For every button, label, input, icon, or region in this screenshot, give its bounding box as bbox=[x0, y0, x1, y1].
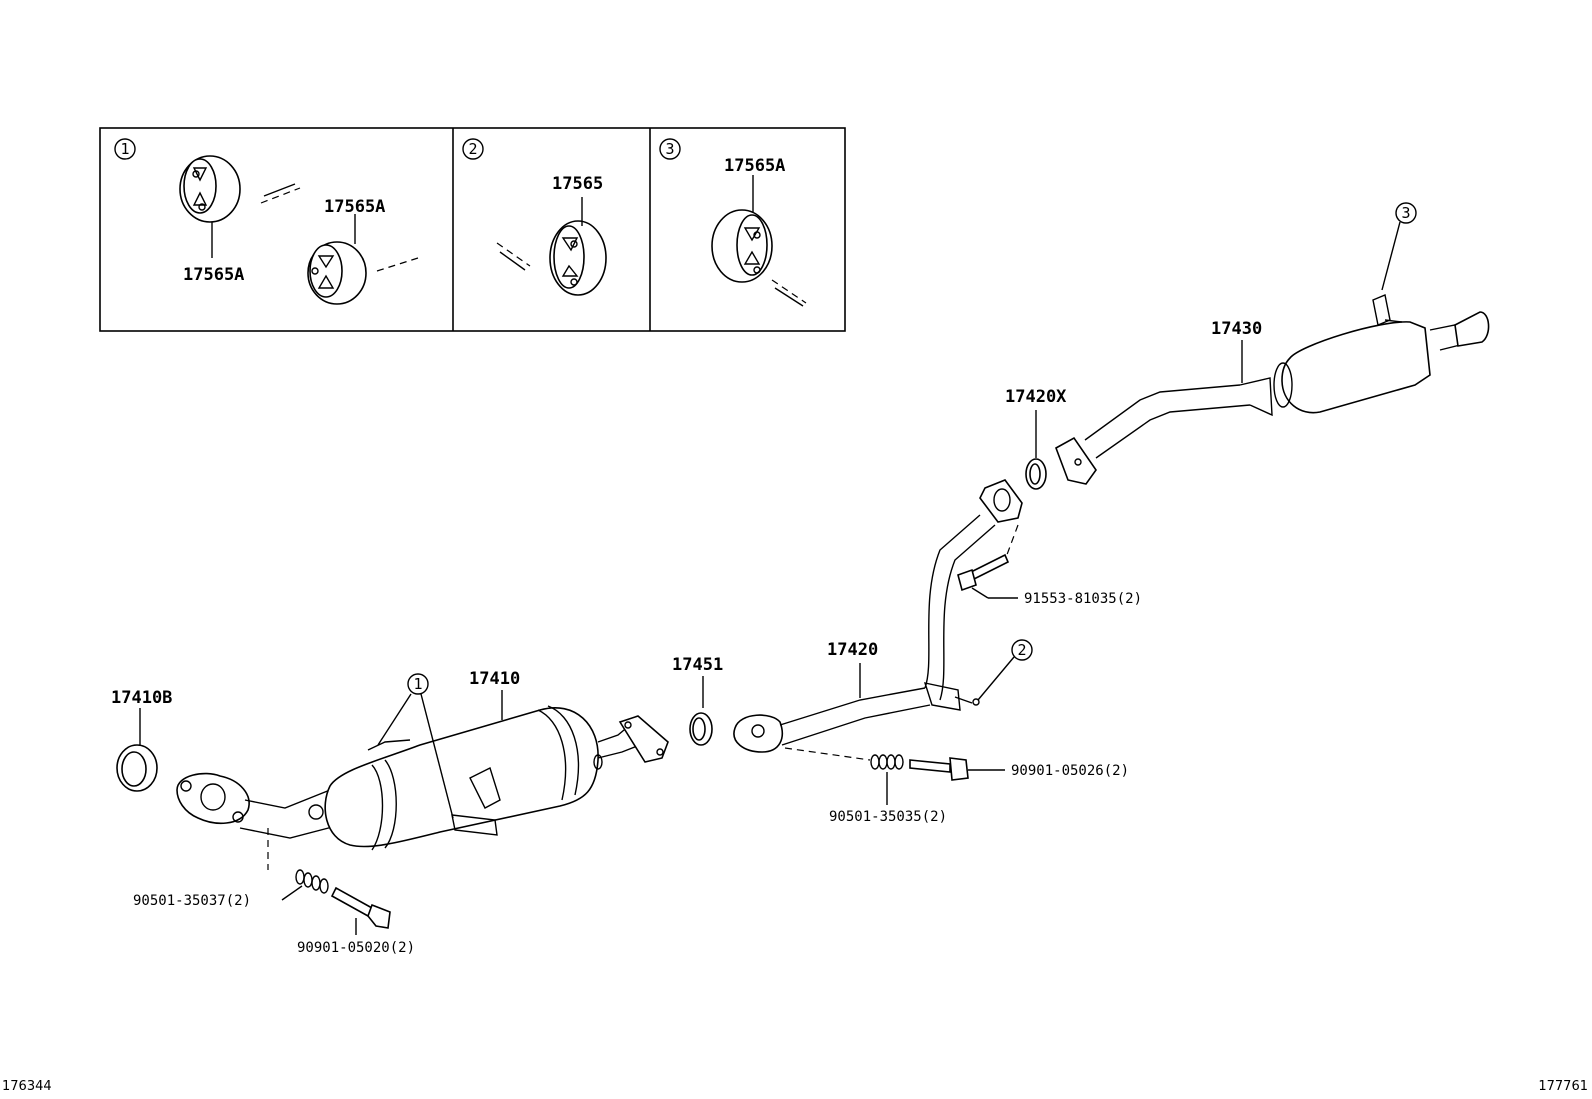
inset-3-label: 17565A bbox=[724, 156, 785, 176]
inset-1: 1 17565A 17565A bbox=[114, 138, 419, 305]
inset-panel bbox=[99, 127, 846, 332]
bolt-lower-icon bbox=[330, 886, 391, 935]
label-gasket-lower: 90501-35037(2) bbox=[133, 893, 251, 909]
inset-2-number: 2 bbox=[468, 140, 477, 158]
gasket-17451-icon bbox=[689, 676, 713, 746]
label-bolt-upper: 91553-81035(2) bbox=[1024, 591, 1142, 607]
bolt-upper-icon bbox=[957, 553, 1018, 599]
footer-right-id: 177761 bbox=[1538, 1079, 1588, 1094]
inset-3-number: 3 bbox=[665, 140, 674, 158]
callout-3-number: 3 bbox=[1401, 204, 1410, 222]
label-17410B: 17410B bbox=[111, 688, 172, 708]
gasket-17420X-icon bbox=[1025, 410, 1047, 490]
label-gasket-mid: 90501-35035(2) bbox=[829, 809, 947, 825]
bolt-mid-icon bbox=[909, 757, 1005, 781]
inset-2: 2 17565 bbox=[462, 138, 607, 296]
spring-gasket-lower-icon bbox=[267, 828, 329, 901]
label-17430: 17430 bbox=[1211, 319, 1262, 339]
callout-3: 3 bbox=[1381, 202, 1417, 291]
inset-1-label-bottom: 17565A bbox=[183, 265, 244, 285]
label-bolt-mid: 90901-05026(2) bbox=[1011, 763, 1129, 779]
callout-1: 1 bbox=[377, 673, 454, 819]
catalytic-converter-17410-icon bbox=[176, 705, 669, 851]
muffler-17430-icon bbox=[1055, 294, 1490, 485]
callout-1-number: 1 bbox=[413, 675, 422, 693]
callout-2-number: 2 bbox=[1017, 641, 1026, 659]
hanger-17565A-a-icon bbox=[179, 155, 241, 223]
label-17420X: 17420X bbox=[1005, 387, 1067, 407]
hanger-17565A-c-icon bbox=[711, 209, 773, 283]
label-17420: 17420 bbox=[827, 640, 878, 660]
label-17410: 17410 bbox=[469, 669, 520, 689]
label-17451: 17451 bbox=[672, 655, 723, 675]
inset-1-label-top: 17565A bbox=[324, 197, 385, 217]
hanger-17565A-b-icon bbox=[307, 241, 367, 305]
spring-gasket-mid-icon bbox=[784, 747, 904, 805]
inset-1-number: 1 bbox=[120, 140, 129, 158]
center-pipe-17420-icon bbox=[733, 479, 1023, 753]
footer-left-id: 176344 bbox=[2, 1079, 52, 1094]
inset-3: 3 17565A bbox=[659, 138, 807, 307]
callout-2: 2 bbox=[972, 639, 1033, 706]
inset-2-label: 17565 bbox=[552, 174, 603, 194]
label-bolt-lower: 90901-05020(2) bbox=[297, 940, 415, 956]
hanger-17565-icon bbox=[549, 220, 607, 296]
gasket-17410B-icon bbox=[116, 708, 158, 792]
